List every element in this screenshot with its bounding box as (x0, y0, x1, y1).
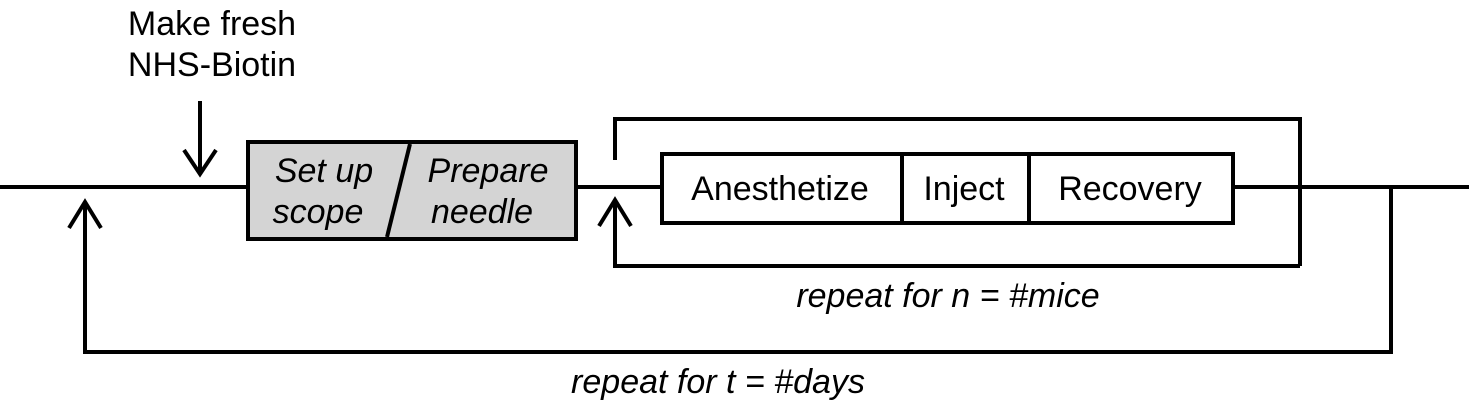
step-anesthetize: Anesthetize (691, 170, 869, 208)
top-note-line2: NHS-Biotin (128, 46, 296, 84)
inner-loop-top-bracket (613, 117, 1302, 266)
prep-right-line2: needle (431, 193, 533, 231)
outer-loop-return (83, 187, 1393, 354)
prep-box (246, 140, 578, 241)
prep-right-line1: Prepare (428, 152, 549, 190)
inner-loop-arrow-head (597, 196, 633, 228)
step-inject: Inject (923, 170, 1005, 208)
top-note-line1: Make fresh (128, 5, 296, 43)
prep-left-line1: Set up (275, 152, 373, 190)
down-arrow-head (182, 148, 218, 178)
prep-box-divider (385, 143, 412, 238)
inner-loop-label: repeat for n = #mice (796, 277, 1099, 315)
outer-loop-label: repeat for t = #days (571, 363, 865, 401)
prep-left-line2: scope (273, 193, 364, 231)
step-recovery: Recovery (1058, 170, 1202, 208)
inner-loop-return (613, 200, 1300, 268)
mouse-steps-box (660, 152, 1235, 225)
outer-loop-arrow-head (67, 198, 103, 230)
